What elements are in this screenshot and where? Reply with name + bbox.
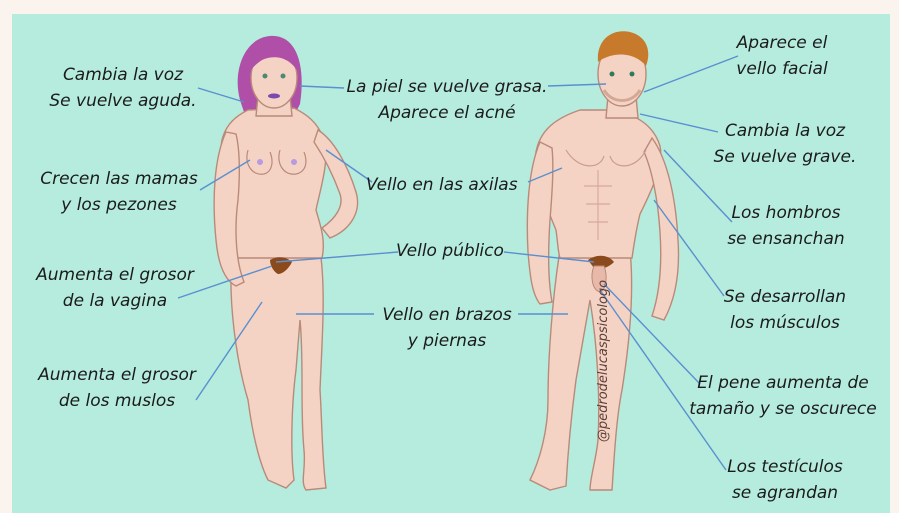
label-muslos: Aumenta el grosor de los muslos: [24, 362, 210, 414]
watermark: @pedrodelucaspsicologo: [591, 261, 617, 461]
female-figure: [214, 36, 357, 490]
label-testiculos: Los testículos se agrandan: [712, 454, 858, 506]
label-piel: La piel se vuelve grasa. Aparece el acné: [342, 74, 552, 126]
label-vagina: Aumenta el grosor de la vagina: [22, 262, 208, 314]
label-voz-grave: Cambia la voz Se vuelve grave.: [710, 118, 860, 170]
label-facial: Aparece el vello facial: [722, 30, 842, 82]
label-musculos: Se desarrollan los músculos: [710, 284, 860, 336]
label-pubico: Vello público: [396, 238, 504, 264]
label-mamas: Crecen las mamas y los pezones: [26, 166, 212, 218]
label-hombros: Los hombros se ensanchan: [716, 200, 856, 252]
label-pene: El pene aumenta de tamaño y se oscurece: [680, 370, 886, 422]
label-voz-aguda: Cambia la voz Se vuelve aguda.: [38, 62, 208, 114]
label-axilas: Vello en las axilas: [366, 172, 518, 198]
label-brazos: Vello en brazos y piernas: [372, 302, 522, 354]
